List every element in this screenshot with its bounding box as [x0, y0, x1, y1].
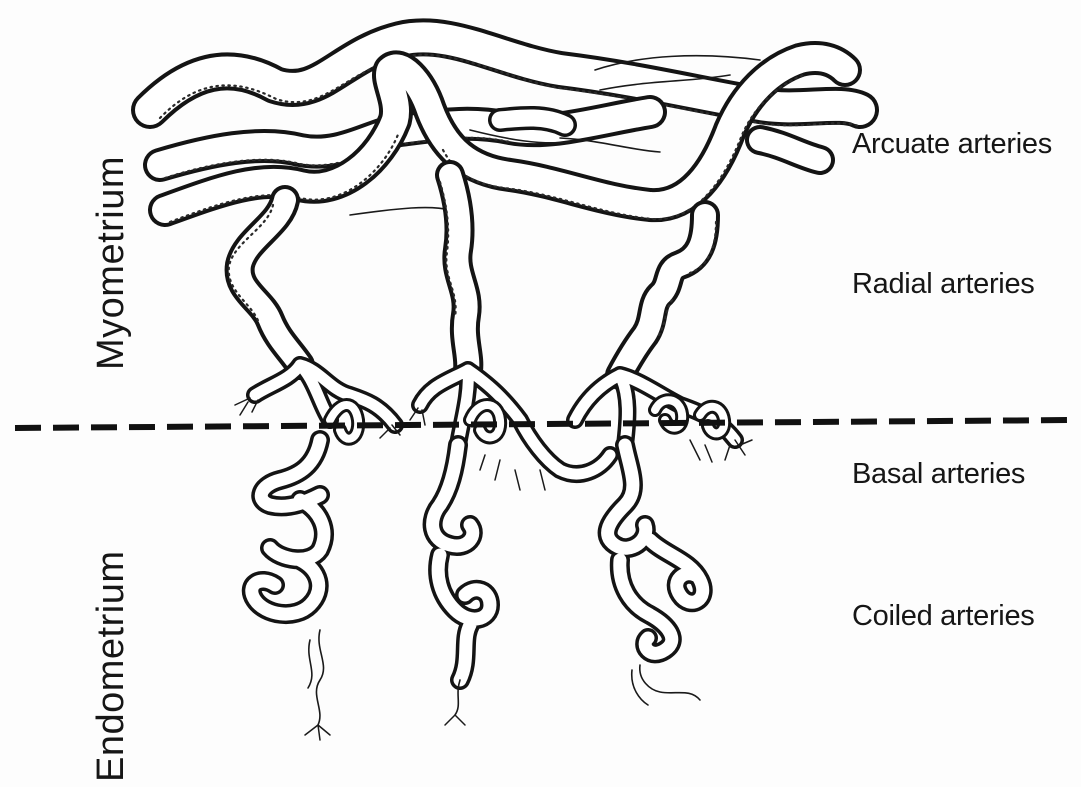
arcuate-arteries [150, 37, 860, 222]
myometrium-label: Myometrium [90, 156, 133, 370]
radial-arteries-label: Radial arteries [852, 268, 1034, 301]
coiled-arteries [252, 440, 703, 740]
coiled-arteries-label: Coiled arteries [852, 600, 1034, 633]
basal-arteries-label: Basal arteries [852, 458, 1025, 491]
tissue-boundary-line [15, 420, 1075, 428]
endometrium-label: Endometrium [90, 551, 133, 782]
arcuate-arteries-label: Arcuate arteries [852, 128, 1052, 161]
